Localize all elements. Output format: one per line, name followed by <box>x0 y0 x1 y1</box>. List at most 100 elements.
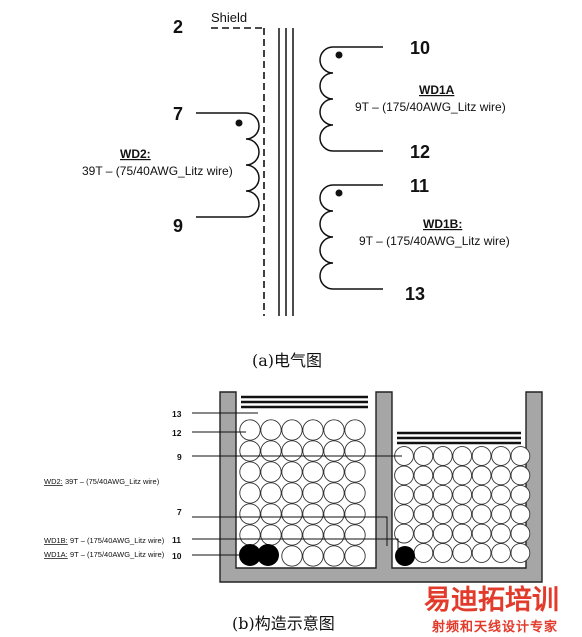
wire-strand <box>452 523 473 544</box>
wire-strand <box>239 440 261 462</box>
wd1a-coil <box>319 46 383 152</box>
c-wd1b-name: WD1B: <box>44 536 68 545</box>
wire-strand <box>471 465 492 486</box>
wd2-coil <box>196 112 260 218</box>
wd1a-name: WD1A <box>419 83 455 97</box>
wire-strand <box>491 484 511 505</box>
pin-11-label: 11 <box>410 176 429 196</box>
wire-strand <box>239 461 261 483</box>
wire-strand <box>323 419 345 441</box>
wire-strand <box>344 461 366 483</box>
wire-strand <box>432 543 453 563</box>
bobbin-outline <box>219 391 543 583</box>
c-wd1a-name: WD1A: <box>44 550 68 559</box>
wire-strand <box>344 524 366 546</box>
wire-strand <box>394 523 414 544</box>
wire-strand <box>491 543 511 563</box>
c-pin-13: 13 <box>172 409 182 419</box>
wd1b-polarity-dot <box>335 189 343 197</box>
leader-11 <box>192 538 399 550</box>
wire-strand <box>239 419 261 441</box>
electrical-schematic: Shield 2 7 9 WD2: 39T – (75/40AWG_Litz w… <box>82 10 510 370</box>
wire-strand <box>471 543 492 563</box>
wire-strand <box>260 482 282 504</box>
wire-strand <box>260 503 282 525</box>
wire-strand <box>302 419 324 441</box>
wire-strand <box>491 465 511 486</box>
wd1a-spec: 9T – (175/40AWG_Litz wire) <box>355 100 506 114</box>
wire-strand <box>281 419 303 441</box>
wire-strand <box>239 482 261 504</box>
wire-strand <box>344 482 366 504</box>
c-wd2-spec: 39T – (75/40AWG_Litz wire) <box>65 477 160 486</box>
wire-strand <box>510 484 531 505</box>
wire-strand <box>510 523 531 544</box>
c-pin-9: 9 <box>177 452 182 462</box>
wire-strand <box>491 523 511 544</box>
watermark-tagline: 射频和天线设计专家 <box>431 619 558 634</box>
wire-strand <box>281 545 303 567</box>
wire-strand <box>323 545 345 567</box>
wire-strand <box>471 484 492 505</box>
wire-strand <box>432 484 453 505</box>
wire-strand <box>510 543 531 563</box>
wire-strand <box>281 440 303 462</box>
wire-strand <box>302 440 324 462</box>
wire-strand <box>413 446 434 466</box>
caption-b: (b)构造示意图 <box>232 614 335 633</box>
pin-12-label: 12 <box>410 142 430 162</box>
wire-strand <box>432 446 453 466</box>
wire-strand <box>323 524 345 546</box>
wire-grid-right <box>394 446 531 563</box>
wire-strand <box>471 504 492 525</box>
wire-strand <box>260 440 282 462</box>
wd2-polarity-dot <box>235 119 243 127</box>
wd1a-wire-1 <box>239 544 261 566</box>
c-wd1b-spec: 9T – (175/40AWG_Litz wire) <box>70 536 165 545</box>
wire-strand <box>344 503 366 525</box>
wire-strand <box>323 440 345 462</box>
wire-strand <box>302 524 324 546</box>
wd1a-wire-2 <box>257 544 279 566</box>
wire-strand <box>471 523 492 544</box>
wire-strand <box>323 461 345 483</box>
wire-strand <box>302 461 324 483</box>
wire-strand <box>452 446 473 466</box>
wire-strand <box>394 484 414 505</box>
wd2-spec: 39T – (75/40AWG_Litz wire) <box>82 164 233 178</box>
wire-strand <box>260 461 282 483</box>
wire-strand <box>344 440 366 462</box>
wire-strand <box>239 524 261 546</box>
wd1b-spec: 9T – (175/40AWG_Litz wire) <box>359 234 510 248</box>
pin-9-label: 9 <box>173 216 183 236</box>
wd1b-name: WD1B: <box>423 217 462 231</box>
wire-strand <box>239 503 261 525</box>
wire-strand <box>510 465 531 486</box>
wire-strand <box>432 504 453 525</box>
wire-grid-left <box>239 419 366 567</box>
wire-strand <box>452 504 473 525</box>
wd1b-coil <box>319 184 383 290</box>
c-pin-12: 12 <box>172 428 182 438</box>
c-pin-10: 10 <box>172 551 182 561</box>
c-wd1a-spec: 9T – (175/40AWG_Litz wire) <box>70 550 165 559</box>
pin-7-label: 7 <box>173 104 183 124</box>
wire-strand <box>510 446 531 466</box>
c-pin-7: 7 <box>177 507 182 517</box>
pin-13-label: 13 <box>405 284 425 304</box>
wire-strand <box>344 545 366 567</box>
shield-label: Shield <box>211 10 247 25</box>
wire-strand <box>413 465 434 486</box>
wire-strand <box>344 419 366 441</box>
wire-strand <box>302 545 324 567</box>
wire-strand <box>302 503 324 525</box>
wire-strand <box>510 504 531 525</box>
caption-a: (a)电气图 <box>252 351 322 370</box>
construction-diagram: 13 12 9 7 11 10 WD2: 39T – (75/40AWG_Lit… <box>44 391 543 633</box>
wire-strand <box>452 465 473 486</box>
wire-strand <box>260 524 282 546</box>
wire-strand <box>491 504 511 525</box>
wire-strand <box>413 484 434 505</box>
wire-strand <box>413 543 434 563</box>
